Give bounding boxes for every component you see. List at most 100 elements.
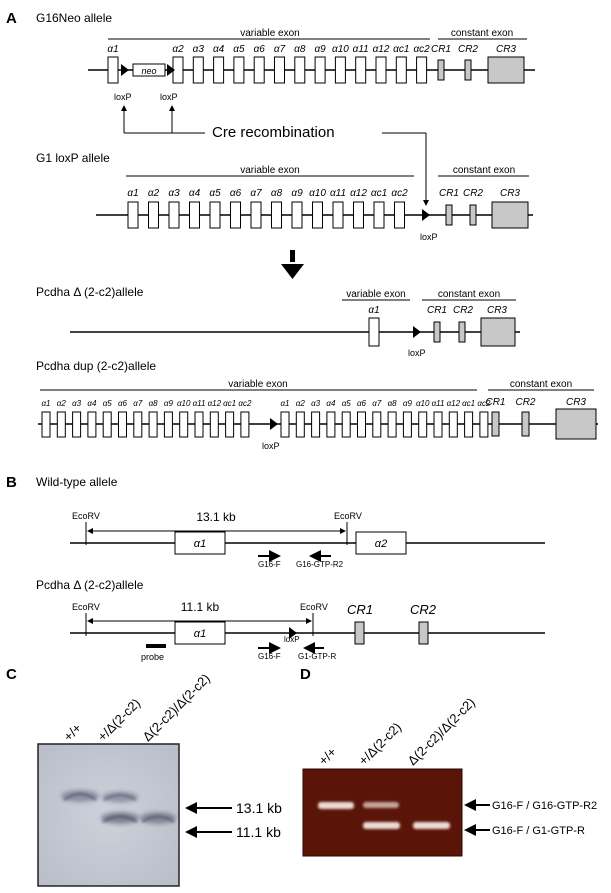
lane-label: +/Δ(2-c2) — [356, 719, 405, 768]
exon-alpha1 — [174, 531, 226, 555]
exon-label: αc1 — [393, 44, 409, 55]
exon-3 — [213, 56, 225, 84]
exon-label: α9 — [403, 399, 413, 408]
exon-cr2 — [469, 204, 477, 226]
loxp-site — [422, 209, 430, 221]
size-label: 13.1 kb — [196, 510, 236, 524]
exon-cr2 — [418, 621, 429, 645]
exon-label: α10 — [332, 44, 349, 55]
southern-blot: +/+ +/Δ(2-c2) Δ(2-c2)/Δ(2-c2) 13.1 kb 11… — [37, 671, 282, 887]
loxp-site — [121, 64, 129, 76]
exon-cr2 — [464, 59, 472, 81]
exon-label: α4 — [326, 399, 336, 408]
loxp-label: loxP — [420, 232, 438, 242]
exon-label: CR2 — [410, 602, 437, 617]
band-label: G16-F / G16-GTP-R2 — [492, 800, 597, 812]
exon-4 — [233, 56, 245, 84]
probe-bar — [146, 644, 166, 648]
exon-label: α9 — [291, 188, 303, 199]
exon-label: αc2 — [477, 399, 491, 408]
down-arrow-icon — [281, 250, 304, 279]
exon-label: αc1 — [462, 399, 475, 408]
exon-label: α4 — [213, 44, 225, 55]
ecorv-label: EcoRV — [334, 511, 362, 521]
exon-12 — [373, 201, 385, 229]
variable-exon-label: variable exon — [240, 165, 299, 176]
exon-10 — [194, 411, 204, 438]
exon-cr3 — [480, 317, 516, 347]
exon-22 — [402, 411, 412, 438]
loxp-label: loxP — [284, 635, 300, 644]
exon-cr1 — [491, 411, 500, 437]
lane-label: Δ(2-c2)/Δ(2-c2) — [405, 695, 478, 768]
exon-13 — [416, 56, 428, 84]
exon-label: CR2 — [453, 305, 473, 316]
exon-label: α1 — [194, 628, 206, 640]
g1loxp-title: G1 loxP allele — [36, 151, 110, 165]
ecorv-label: EcoRV — [72, 511, 100, 521]
exon-label: α6 — [357, 399, 367, 408]
exon-label: α3 — [193, 44, 205, 55]
exon-15 — [295, 411, 305, 438]
exon-13 — [240, 411, 250, 438]
exon-label: α12 — [373, 44, 390, 55]
loxp-site — [270, 418, 278, 430]
exon-8 — [163, 411, 173, 438]
exon-10 — [332, 201, 344, 229]
exon-5 — [253, 56, 265, 84]
lane-label: +/+ — [316, 744, 340, 768]
band-label: G16-F / G1-GTP-R — [492, 825, 585, 837]
exon-23 — [418, 411, 428, 438]
primer-label: G16-GTP-R2 — [296, 560, 344, 569]
exon-label: α7 — [274, 44, 286, 55]
lane-label: +/+ — [61, 720, 85, 744]
exon-label: α12 — [447, 399, 461, 408]
probe-label: probe — [141, 652, 164, 662]
exon-label: α5 — [209, 188, 221, 199]
exon-label: α3 — [168, 188, 180, 199]
exon-cr2 — [458, 321, 466, 343]
exon-alpha2 — [355, 531, 407, 555]
exon-label: α1 — [280, 399, 289, 408]
exon-label: α2 — [57, 399, 67, 408]
exon-8 — [291, 201, 303, 229]
exon-21 — [387, 411, 397, 438]
exon-label: α8 — [149, 399, 159, 408]
exon-25 — [448, 411, 458, 438]
exon-0 — [41, 411, 51, 438]
exon-label: α1 — [41, 399, 50, 408]
exon-12 — [225, 411, 235, 438]
exon-1 — [56, 411, 66, 438]
exon-label: α5 — [342, 399, 352, 408]
exon-alpha1 — [368, 317, 380, 347]
neo-cassette — [132, 63, 166, 77]
exon-2 — [192, 56, 204, 84]
exon-18 — [341, 411, 351, 438]
g1-loxp-allele: G1 loxP allele variable exon constant ex… — [36, 151, 533, 242]
loxp-site — [289, 627, 297, 639]
constant-exon-label: constant exon — [453, 165, 515, 176]
exon-4 — [102, 411, 112, 438]
exon-4 — [209, 201, 221, 229]
exon-11 — [375, 56, 387, 84]
exon-cr3 — [491, 201, 529, 229]
exon-label: α1 — [194, 538, 206, 550]
neo-label: neo — [141, 66, 156, 76]
delta-map-title: Pcdha Δ (2-c2)allele — [36, 578, 144, 592]
exon-11 — [209, 411, 219, 438]
variable-exon-label: variable exon — [346, 289, 405, 300]
panel-label-c: C — [6, 666, 17, 683]
exon-label: α7 — [250, 188, 262, 199]
exon-label: αc2 — [238, 399, 252, 408]
cre-recombination: Cre recombination — [121, 105, 429, 206]
exon-label: α10 — [177, 399, 191, 408]
g16neo-allele: G16Neo allele variable exon constant exo… — [36, 11, 535, 102]
exon-0 — [127, 201, 139, 229]
loxp-site — [167, 64, 175, 76]
cre-label: Cre recombination — [212, 124, 335, 141]
g16neo-title: G16Neo allele — [36, 11, 112, 25]
exon-26 — [464, 411, 474, 438]
exon-14 — [280, 411, 290, 438]
pcdha-dup-allele: Pcdha dup (2-c2)allele variable exon con… — [36, 359, 598, 451]
loxp-label: loxP — [114, 92, 132, 102]
